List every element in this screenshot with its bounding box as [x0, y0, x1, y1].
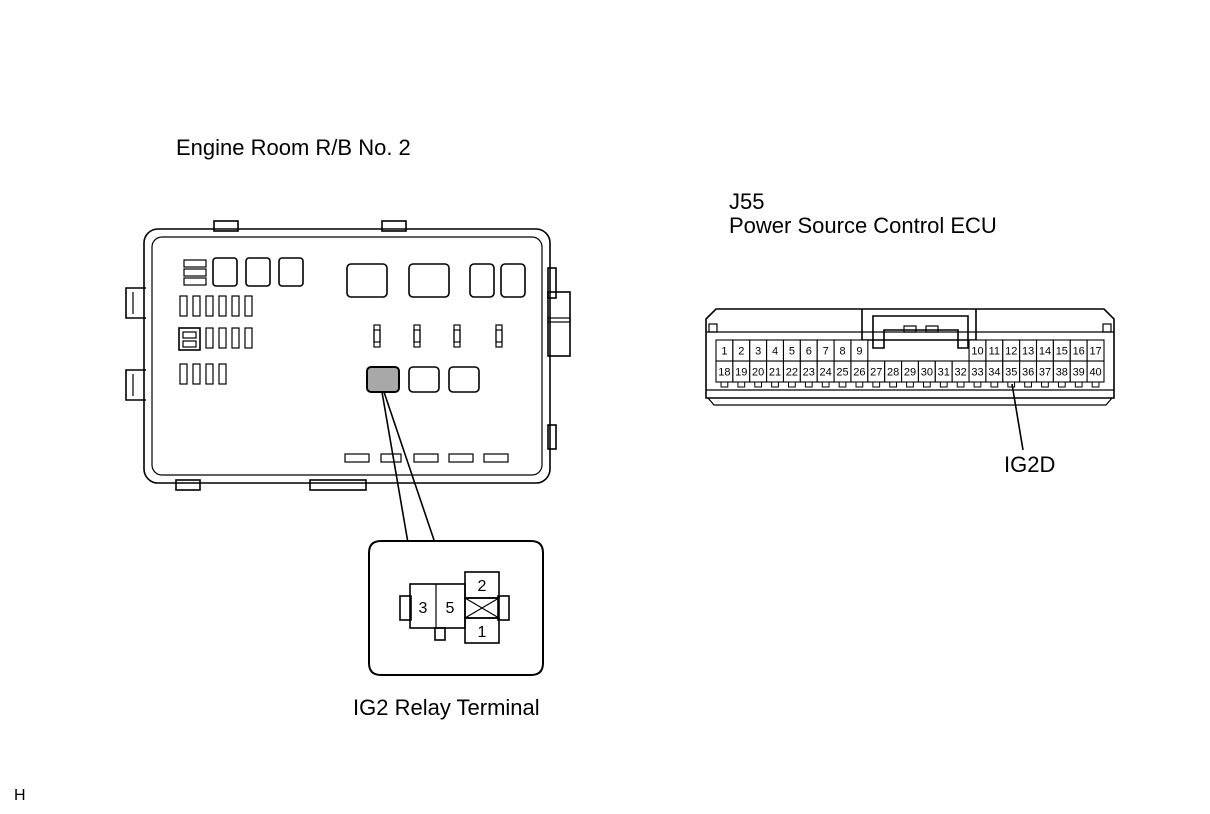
pin-20-key — [754, 381, 763, 388]
pin-5: 5 — [789, 346, 795, 358]
relay-block — [125, 220, 571, 491]
pin-33: 33 — [971, 367, 983, 379]
pin-29-key — [906, 381, 914, 388]
pin-39: 39 — [1073, 367, 1085, 379]
ig2-relay-highlight — [366, 366, 400, 393]
pin-28: 28 — [887, 367, 899, 379]
pin-22: 22 — [786, 367, 798, 379]
pin-25: 25 — [836, 367, 848, 379]
pin-20: 20 — [752, 367, 764, 379]
pin-1: 1 — [721, 346, 727, 358]
pin-22-key — [788, 381, 796, 388]
terminal-1-label: 1 — [478, 624, 487, 641]
relay-block-title: Engine Room R/B No. 2 — [176, 135, 411, 160]
pin-30-key — [922, 381, 931, 388]
pin-40-key — [1091, 381, 1100, 388]
pin-3: 3 — [755, 346, 761, 358]
terminal-5-label: 5 — [446, 600, 455, 617]
pin-35-key — [1007, 381, 1016, 388]
pin-7: 7 — [823, 346, 829, 358]
pin-27-key — [872, 381, 881, 388]
pin-24: 24 — [820, 367, 832, 379]
ig2d-label: IG2D — [1004, 452, 1055, 477]
pin-16: 16 — [1073, 346, 1085, 358]
pin-26: 26 — [853, 367, 865, 379]
pin-29: 29 — [904, 367, 916, 379]
pin-23: 23 — [803, 367, 815, 379]
ecu-pin-keys — [720, 381, 1100, 388]
relay-terminal-diagram: 3 5 2 1 — [368, 540, 544, 676]
pin-14: 14 — [1039, 346, 1051, 358]
ecu-connector-id: J55 — [729, 189, 764, 214]
pin-15: 15 — [1056, 346, 1068, 358]
pin-10: 10 — [971, 346, 983, 358]
pin-33-key — [973, 381, 982, 388]
pin-23-key — [804, 381, 813, 388]
pin-18: 18 — [718, 367, 730, 379]
pin-21: 21 — [769, 367, 781, 379]
pin-38-key — [1057, 381, 1066, 388]
pin-36-key — [1024, 381, 1032, 388]
pin-2: 2 — [738, 346, 744, 358]
pin-37: 37 — [1039, 367, 1051, 379]
pin-30: 30 — [921, 367, 933, 379]
pin-32-key — [956, 381, 965, 388]
pin-38: 38 — [1056, 367, 1068, 379]
pin-19-key — [737, 381, 746, 388]
pin-36: 36 — [1022, 367, 1034, 379]
pin-37-key — [1041, 381, 1049, 388]
pin-31-key — [939, 381, 948, 388]
pin-26-key — [855, 381, 864, 388]
pin-6: 6 — [806, 346, 812, 358]
terminal-2-label: 2 — [478, 578, 487, 595]
pin-35: 35 — [1005, 367, 1017, 379]
pin-17: 17 — [1089, 346, 1101, 358]
pin-13: 13 — [1022, 346, 1034, 358]
pin-24-key — [821, 381, 830, 388]
pin-19: 19 — [735, 367, 747, 379]
pin-11: 11 — [989, 346, 1000, 358]
pin-4: 4 — [772, 346, 778, 358]
pin-32: 32 — [954, 367, 966, 379]
pin-9: 9 — [856, 346, 862, 358]
terminal-3-label: 3 — [419, 600, 428, 617]
pin-8: 8 — [839, 346, 845, 358]
pin-34: 34 — [988, 367, 1000, 379]
pin-40: 40 — [1089, 367, 1101, 379]
pin-28-key — [889, 381, 898, 388]
pin-31: 31 — [938, 367, 950, 379]
corner-code: H — [14, 787, 26, 804]
pin-9-cell — [850, 339, 869, 362]
pin-17-cell — [1086, 339, 1105, 362]
ig2d-leader-line — [1011, 383, 1024, 451]
ecu-name: Power Source Control ECU — [729, 213, 997, 238]
pin-18-key — [720, 381, 729, 388]
pin-34-key — [990, 381, 999, 388]
pin-25-key — [838, 381, 847, 388]
relay-terminal-caption: IG2 Relay Terminal — [353, 695, 540, 720]
pin-39-key — [1074, 381, 1083, 388]
pin-27: 27 — [870, 367, 882, 379]
pin-21-key — [771, 381, 779, 388]
pin-12: 12 — [1005, 346, 1017, 358]
